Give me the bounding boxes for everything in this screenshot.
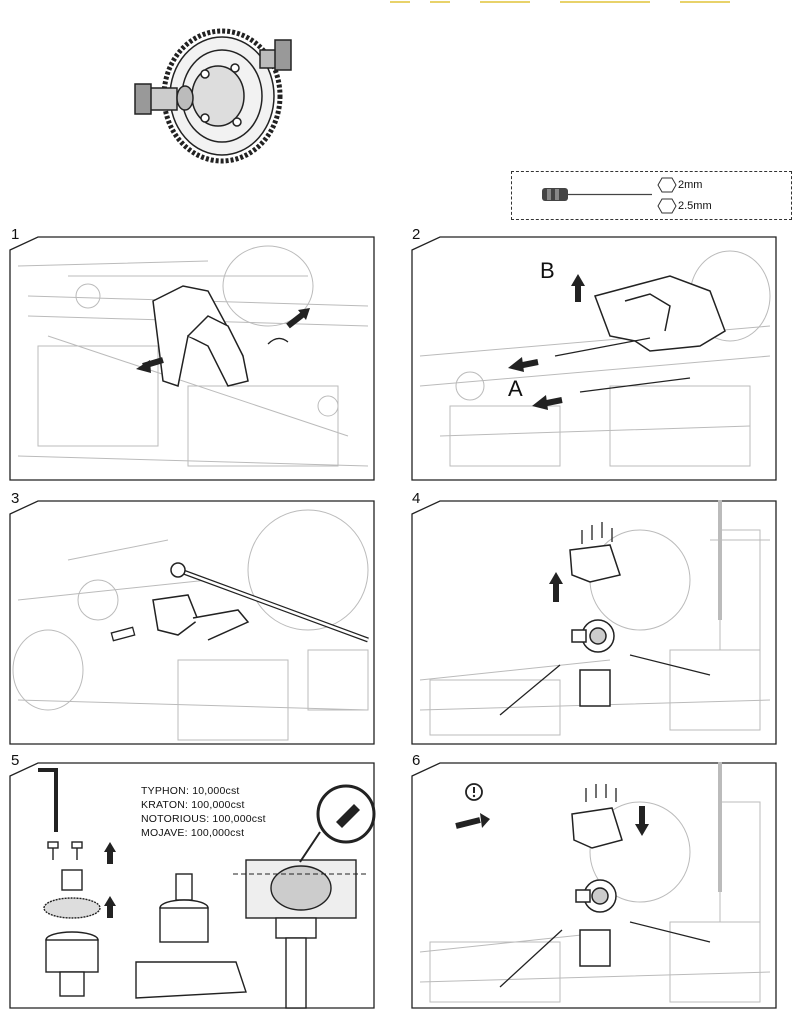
differential-illustration	[134, 28, 292, 164]
tool-box: 2mm 2.5mm	[511, 171, 792, 220]
step-1-panel	[8, 236, 376, 482]
step-number: 1	[11, 226, 20, 243]
step-6-panel	[410, 762, 778, 1010]
step-5-panel: TYPHON: 10,000cst KRATON: 100,000cst NOT…	[8, 762, 376, 1010]
hex-icon	[657, 198, 677, 214]
viscosity-typhon: TYPHON: 10,000cst	[141, 785, 240, 797]
step-2-panel: B A	[410, 236, 778, 482]
step-number: 4	[412, 490, 421, 507]
tool-size-2-5mm: 2.5mm	[678, 200, 712, 212]
viscosity-kraton: KRATON: 100,000cst	[141, 799, 245, 811]
step-number: 2	[412, 226, 421, 243]
step-number: 3	[11, 490, 20, 507]
viscosity-notorious: NOTORIOUS: 100,000cst	[141, 813, 266, 825]
label-a: A	[508, 376, 523, 401]
step-4-panel	[410, 500, 778, 746]
step-3-panel	[8, 500, 376, 746]
tool-size-2mm: 2mm	[678, 179, 703, 191]
viscosity-list: TYPHON: 10,000cst KRATON: 100,000cst NOT…	[141, 784, 266, 840]
screwdriver-icon	[542, 188, 652, 201]
viscosity-mojave: MOJAVE: 100,000cst	[141, 827, 245, 839]
step-number: 6	[412, 752, 421, 769]
step-number: 5	[11, 752, 20, 769]
label-b: B	[540, 258, 555, 283]
top-decor-strip	[390, 1, 730, 3]
hex-icon	[657, 177, 677, 193]
